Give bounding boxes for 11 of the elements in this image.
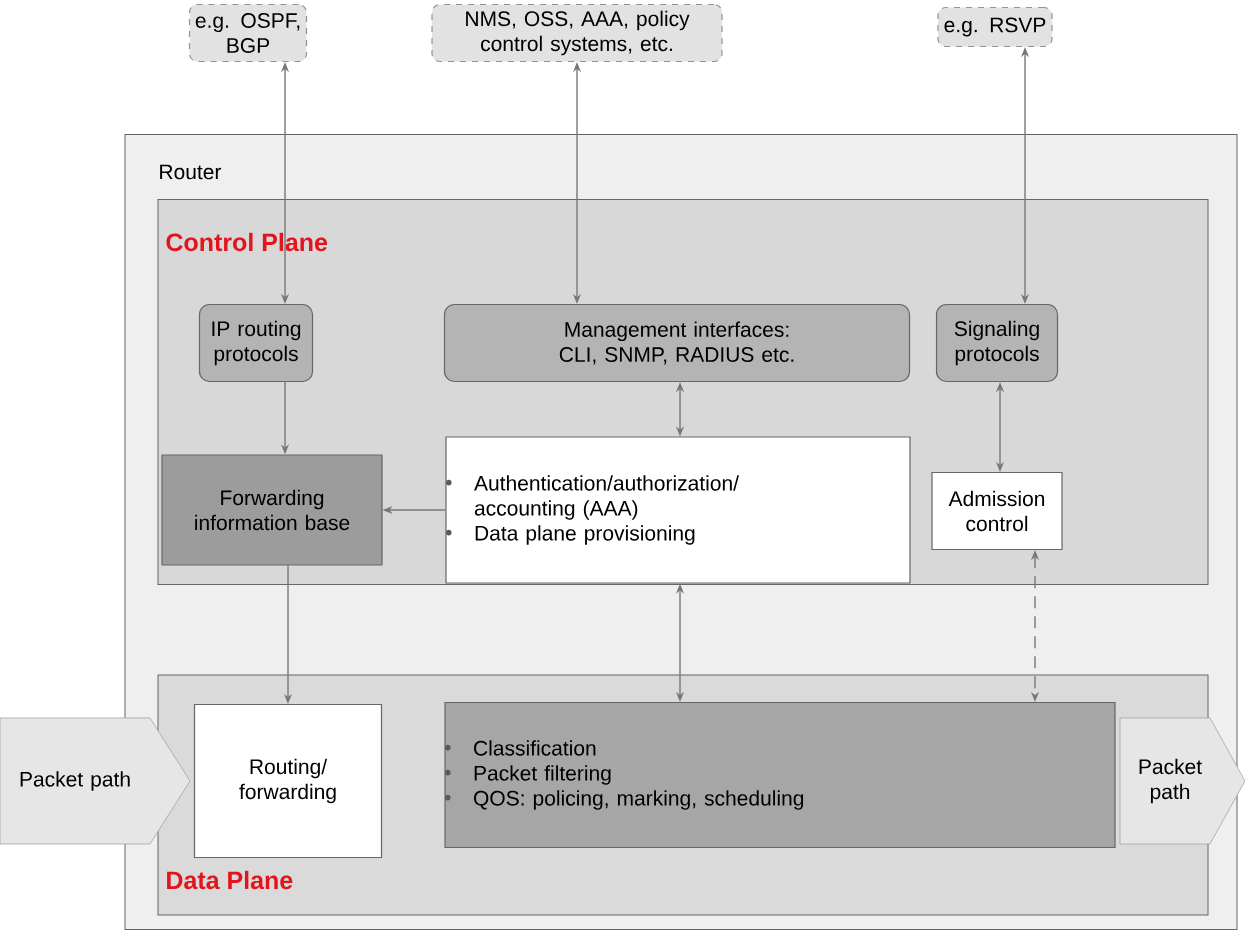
function-box: Classification Packet filtering QOS: policing, marking, scheduling: [444, 701, 1116, 849]
admission-box: Admission control: [931, 471, 1063, 551]
interface-box: Management interfaces: CLI, SNMP, RADIUS etc.: [443, 303, 911, 383]
protocol-box: IP routing protocols: [198, 303, 314, 383]
external-system-box: e.g. RSVP: [937, 6, 1053, 48]
external-system-box: NMS, OSS, AAA, policy control systems, etc.: [431, 3, 723, 63]
fib-box: Forwarding information base: [161, 454, 383, 566]
function-box: Authentication/authorization/ accounting (AAA) Data plane provisioning: [445, 436, 911, 584]
external-system-box: e.g. OSPF, BGP: [188, 3, 308, 63]
forwarding-box: Routing/ forwarding: [193, 703, 383, 859]
protocol-box: Signaling protocols: [935, 303, 1059, 383]
